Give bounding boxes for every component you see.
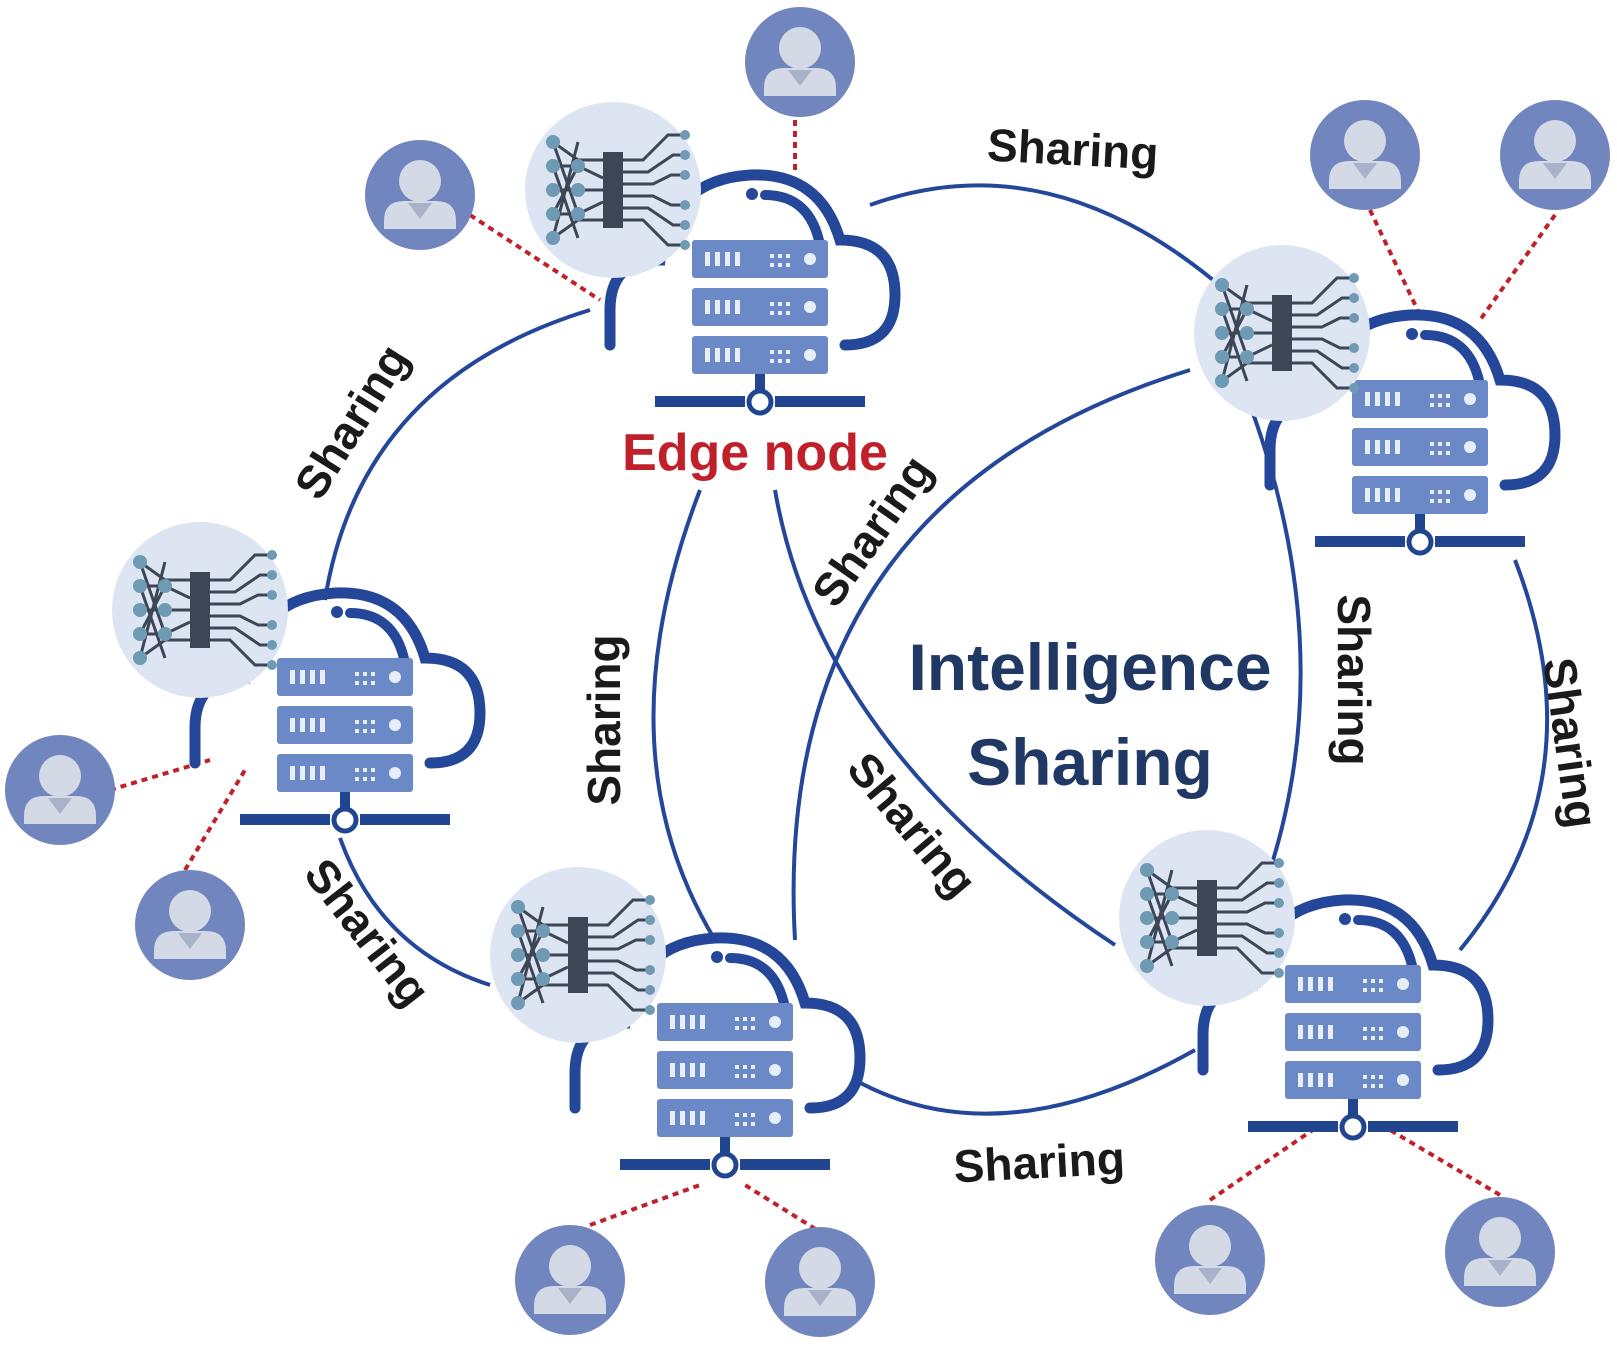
center-label-line1: Intelligence	[908, 630, 1271, 704]
link-top-left	[323, 308, 591, 601]
sharing-label: Sharing	[1328, 594, 1380, 765]
sharing-label: Sharing	[986, 119, 1160, 180]
edge-node-bottom-right	[1117, 828, 1488, 1138]
neural-network-icon	[523, 100, 703, 280]
user-icon	[365, 140, 475, 250]
neural-network-icon	[110, 520, 290, 700]
link-left-bottom	[338, 837, 491, 987]
user-icon	[1310, 100, 1420, 210]
sharing-label: Sharing	[952, 1132, 1126, 1193]
user-icon	[515, 1225, 625, 1335]
neural-network-icon	[1117, 828, 1297, 1008]
link-top-bottomright	[773, 489, 1117, 947]
user-icon	[1155, 1205, 1265, 1315]
sharing-label: Sharing	[294, 849, 440, 1016]
sharing-label: Sharing	[578, 634, 630, 805]
link-top-right	[869, 183, 1227, 292]
center-label-line2: Sharing	[967, 725, 1213, 799]
sharing-label: Sharing	[284, 335, 419, 508]
user-icon	[1500, 100, 1610, 210]
edge-node-left	[110, 520, 480, 831]
edge-node-top	[523, 100, 895, 413]
link-rightserver-bottomright	[1458, 559, 1550, 952]
link-top-bottom	[651, 489, 717, 942]
user-icon	[1445, 1197, 1555, 1307]
neural-network-icon	[488, 865, 668, 1045]
user-icon	[765, 1227, 875, 1337]
user-icon	[5, 735, 115, 845]
edge-node-bottom	[488, 865, 860, 1176]
link-right-bottom	[791, 368, 1191, 941]
user-icon	[745, 7, 855, 117]
neural-network-icon	[1192, 243, 1372, 423]
link-bottom-bottomright	[854, 1048, 1196, 1116]
edge-node-label: Edge node	[622, 424, 888, 482]
user-icon	[135, 870, 245, 980]
user-links	[109, 120, 1557, 1237]
